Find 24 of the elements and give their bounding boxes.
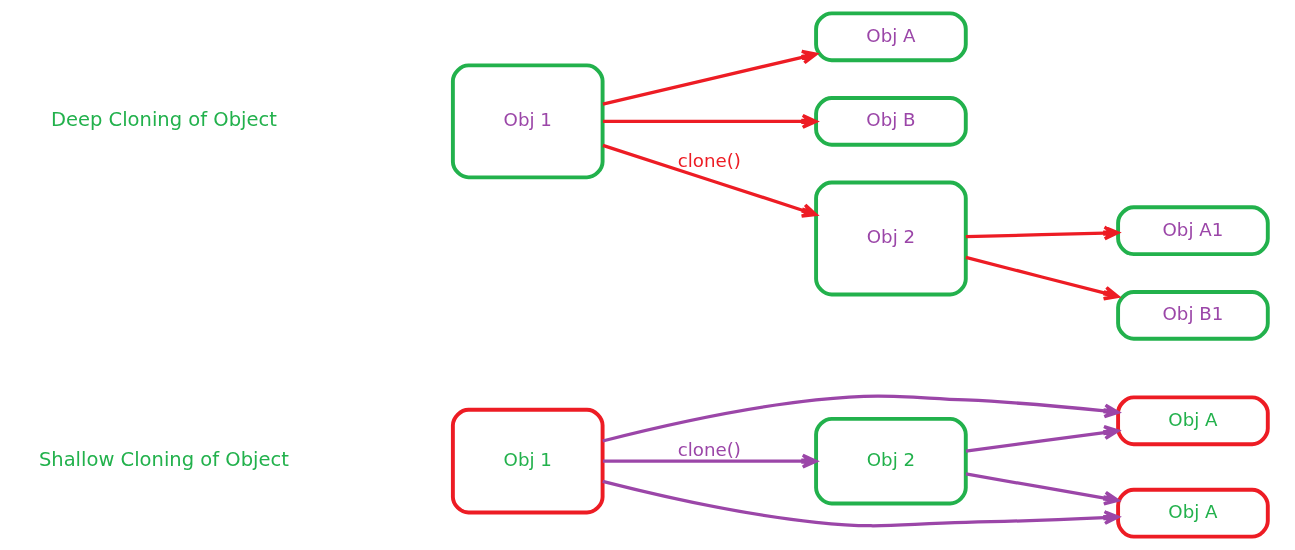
node-box: Obj 2 (814, 180, 968, 297)
arrow (602, 479, 1120, 528)
arrow (602, 143, 818, 218)
arrow (965, 225, 1120, 241)
node-box: Obj 1 (450, 63, 605, 180)
arrow (965, 425, 1120, 453)
arrow (965, 472, 1120, 506)
arrow (602, 113, 818, 129)
node-box: Obj 2 (814, 416, 968, 506)
node-box: Obj A1 (1116, 205, 1270, 257)
arrow (602, 49, 818, 106)
arrow (965, 255, 1120, 301)
node-box: Obj B1 (1116, 289, 1270, 341)
label: Deep Cloning of Object (50, 107, 277, 131)
node-box: Obj A (1116, 395, 1270, 447)
node-box: Obj A (814, 11, 968, 63)
node-box: Obj B (814, 96, 968, 147)
arrow (602, 453, 818, 469)
node-box: Obj A (1116, 487, 1270, 539)
node-box: Obj 1 (450, 407, 605, 515)
arrow (602, 394, 1120, 443)
label: Shallow Cloning of Object (38, 447, 289, 471)
edge-label: clone() (677, 439, 741, 461)
edge-label: clone() (677, 150, 741, 172)
